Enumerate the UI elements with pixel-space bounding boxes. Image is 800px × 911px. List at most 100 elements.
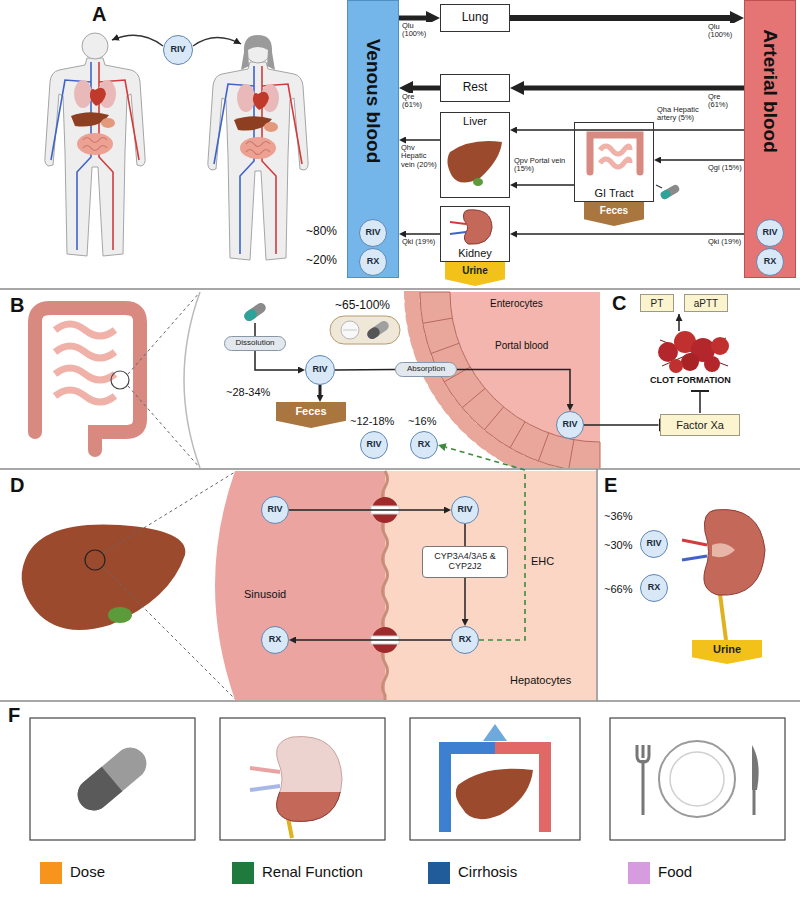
tab-shape [445,262,505,286]
legend-swatch [232,862,254,884]
node-label: Liver [463,115,487,127]
human-figure [45,33,308,260]
panel-divider [596,469,598,701]
kidney-illustration [712,543,735,557]
node-label: RIV [170,45,185,55]
flow-arrow [517,233,744,235]
drug-circle: RIV [359,219,387,247]
flow-label: Qlu (100%) [708,23,742,40]
organ-box: Kidney [440,206,510,262]
enterocyte-layer [412,292,600,468]
clot-illustration [658,314,729,413]
factor-panel [220,718,385,840]
node-label: Factor Xa [676,419,724,431]
formulation-icon [365,319,390,341]
node-label: Lung [462,11,489,24]
flow-arrow [517,184,574,186]
organ-box: Rest [440,74,510,102]
legend-text: Cirrhosis [458,863,517,881]
flow-arrow [517,129,744,131]
intestine-illustration [184,292,200,468]
factor-panel [30,718,785,840]
food-icon [752,745,759,790]
legend-swatch [628,862,650,884]
percentage-label: ~12-18% [350,415,394,427]
kidney-illustration [682,540,707,545]
clot-illustration [691,390,709,392]
organ-icon [473,178,483,186]
node-label: RIV [762,228,777,238]
liver-illustration [22,524,186,630]
drug-pill [242,307,258,323]
flow-label: Qgi (15%) [708,164,742,172]
node-label: Dissolution [235,339,274,348]
panel-letter: F [8,704,20,726]
flow-label: Qki (19%) [402,238,436,246]
formulation-icon [330,316,400,344]
flow-label: Qhv Hepatic vein (20%) [401,144,439,169]
node-label: RIV [365,228,380,238]
flow-arrow [399,16,426,21]
organ-icon [659,189,672,201]
legend-text: Food [658,863,692,881]
factor-panel [610,718,785,840]
node-label: RX [269,635,282,645]
sinusoid-region [215,471,385,700]
region-label: Hepatocytes [510,674,571,686]
arterial-blood-bar: Arterial bloodRIVRX [744,0,796,278]
flow-arrow [661,159,744,161]
flow-arrow [406,139,440,141]
node-label: RIV [312,365,327,375]
pathway-label: EHC [531,555,554,567]
organ-icon [659,184,680,201]
flow-arrow [335,369,395,371]
enzyme-box: CYP3A4/3A5 & CYP2J2 [422,546,508,578]
node-label: GI Tract [594,187,633,199]
organ-icon [656,185,662,188]
dose-icon [71,741,153,817]
node-label: Absorption [407,365,445,374]
drug-circle: RIV [451,496,479,524]
percentage-label: ~28-34% [226,386,270,398]
drug-circle: RIV [556,411,584,439]
region-label: Portal blood [495,340,548,351]
legend-swatch [428,862,450,884]
food-icon [659,741,735,817]
panel-divider [0,700,800,702]
node-label: RX [367,257,380,267]
drug-circle: RIV [756,219,784,247]
region-label: Sinusoid [244,588,286,600]
liver-illustration [22,472,235,699]
dose-icon [71,741,153,817]
dose-icon [71,741,153,817]
panel-divider [0,289,800,701]
bar-title: Venous blood [362,39,384,164]
drug-circle: RIV [305,355,335,385]
transporter-symbol [371,497,399,653]
node-label: Feces [600,205,628,216]
clot-illustration [711,337,729,355]
panel-letter: D [10,474,24,496]
clot-illustration [699,392,701,413]
organ-icon [450,232,466,234]
percentage-label: ~80% [306,225,337,238]
drug-circle: RIV [640,530,668,558]
clot-illustration [678,314,680,331]
lab-test-box: PT [640,294,674,312]
human-figure [208,37,308,260]
formulation-icon [330,316,400,344]
drug-circle: RIV [360,431,388,459]
enterocyte-layer [420,292,600,468]
renal-function-icon [250,786,280,790]
node-label: CYP3A4/3A5 & CYP2J2 [427,552,503,572]
metabolite-circle: RX [410,431,438,459]
flow-arrow [524,86,744,91]
percentage-label: ~16% [408,415,436,427]
flow-arrow [464,578,466,619]
excretion-tab: Feces [584,202,644,226]
node-label: RIV [267,505,282,515]
flow-label: Qha Hepatic artery (5%) [657,106,707,123]
process-label: CLOT FORMATION [650,376,731,386]
